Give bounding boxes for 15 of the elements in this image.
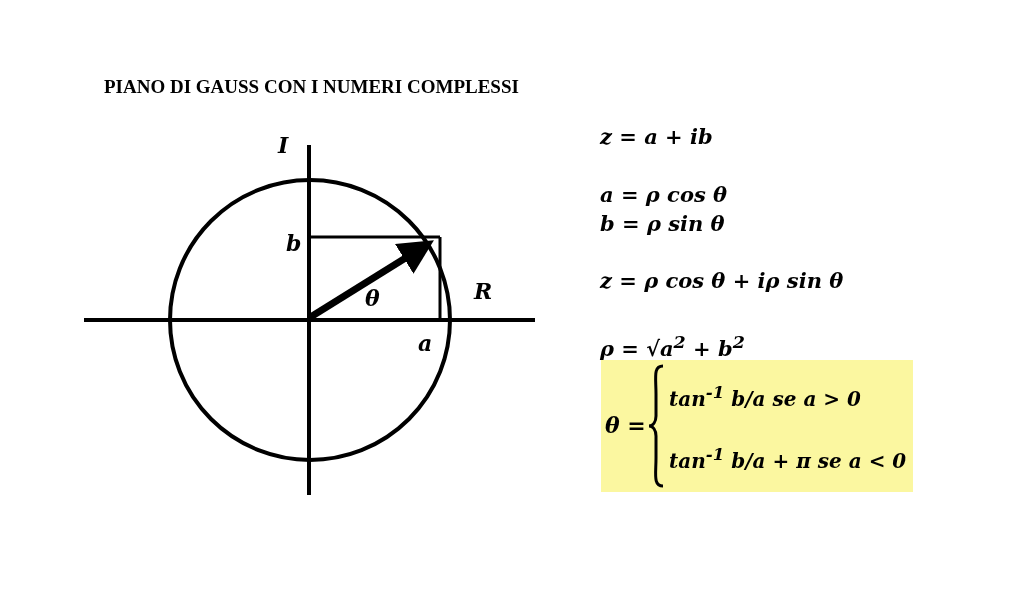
formula: b = ρ sin θ bbox=[600, 211, 725, 236]
formula: ρ = √a$^{2}$ + b$^{2}$ bbox=[600, 332, 745, 361]
diagram-title: PIANO DI GAUSS CON I NUMERI COMPLESSI bbox=[104, 76, 519, 98]
axis-label: R bbox=[474, 278, 493, 304]
axis-label: I bbox=[278, 132, 289, 158]
formula-case: tan$^{-1}$ b/a + π se a < 0 bbox=[669, 444, 907, 473]
formula: z = ρ cos θ + iρ sin θ bbox=[600, 268, 844, 293]
angle-label: θ bbox=[365, 285, 380, 311]
highlight-box bbox=[601, 360, 913, 492]
formula: z = a + ib bbox=[600, 124, 713, 149]
point-label: a bbox=[418, 330, 433, 356]
point-label: b bbox=[286, 230, 302, 256]
formula: a = ρ cos θ bbox=[600, 182, 728, 207]
formula-case: tan$^{-1}$ b/a se a > 0 bbox=[669, 382, 861, 411]
formula-lhs: θ = bbox=[605, 412, 646, 438]
